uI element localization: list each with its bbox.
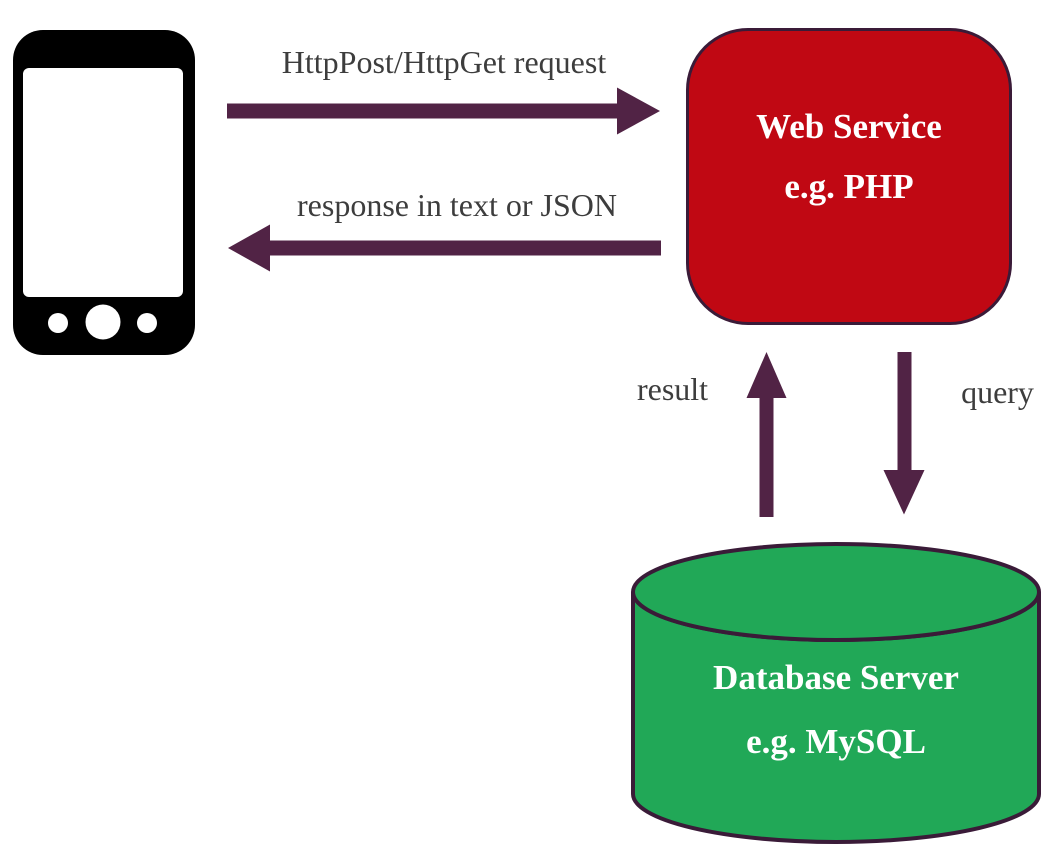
database-title: Database Server: [713, 658, 959, 697]
query-arrow-shape: [883, 352, 925, 515]
response-arrow-label: response in text or JSON: [297, 187, 617, 223]
database-cylinder: [631, 542, 1041, 844]
web-service-node: Web Service e.g. PHP: [686, 28, 1012, 325]
database-subtitle: e.g. MySQL: [746, 722, 926, 761]
result-arrow-shape: [746, 352, 787, 517]
query-arrow: [883, 352, 925, 515]
smartphone-button-left: [48, 313, 68, 333]
request-arrow-label: HttpPost/HttpGet request: [281, 44, 607, 80]
query-arrow-label: query: [961, 374, 1034, 410]
web-service-subtitle: e.g. PHP: [784, 167, 914, 206]
smartphone-screen: [23, 68, 183, 297]
response-arrow: [228, 224, 661, 272]
request-arrow: [227, 87, 660, 135]
smartphone-icon: [13, 30, 195, 355]
result-arrow-label: result: [636, 371, 709, 407]
smartphone-button-home: [85, 304, 121, 340]
result-arrow: [746, 352, 787, 517]
response-arrow-shape: [228, 224, 661, 272]
request-arrow-shape: [227, 87, 660, 135]
database-cylinder-top: [631, 542, 1041, 642]
web-service-title: Web Service: [756, 107, 942, 146]
smartphone-button-right: [137, 313, 157, 333]
